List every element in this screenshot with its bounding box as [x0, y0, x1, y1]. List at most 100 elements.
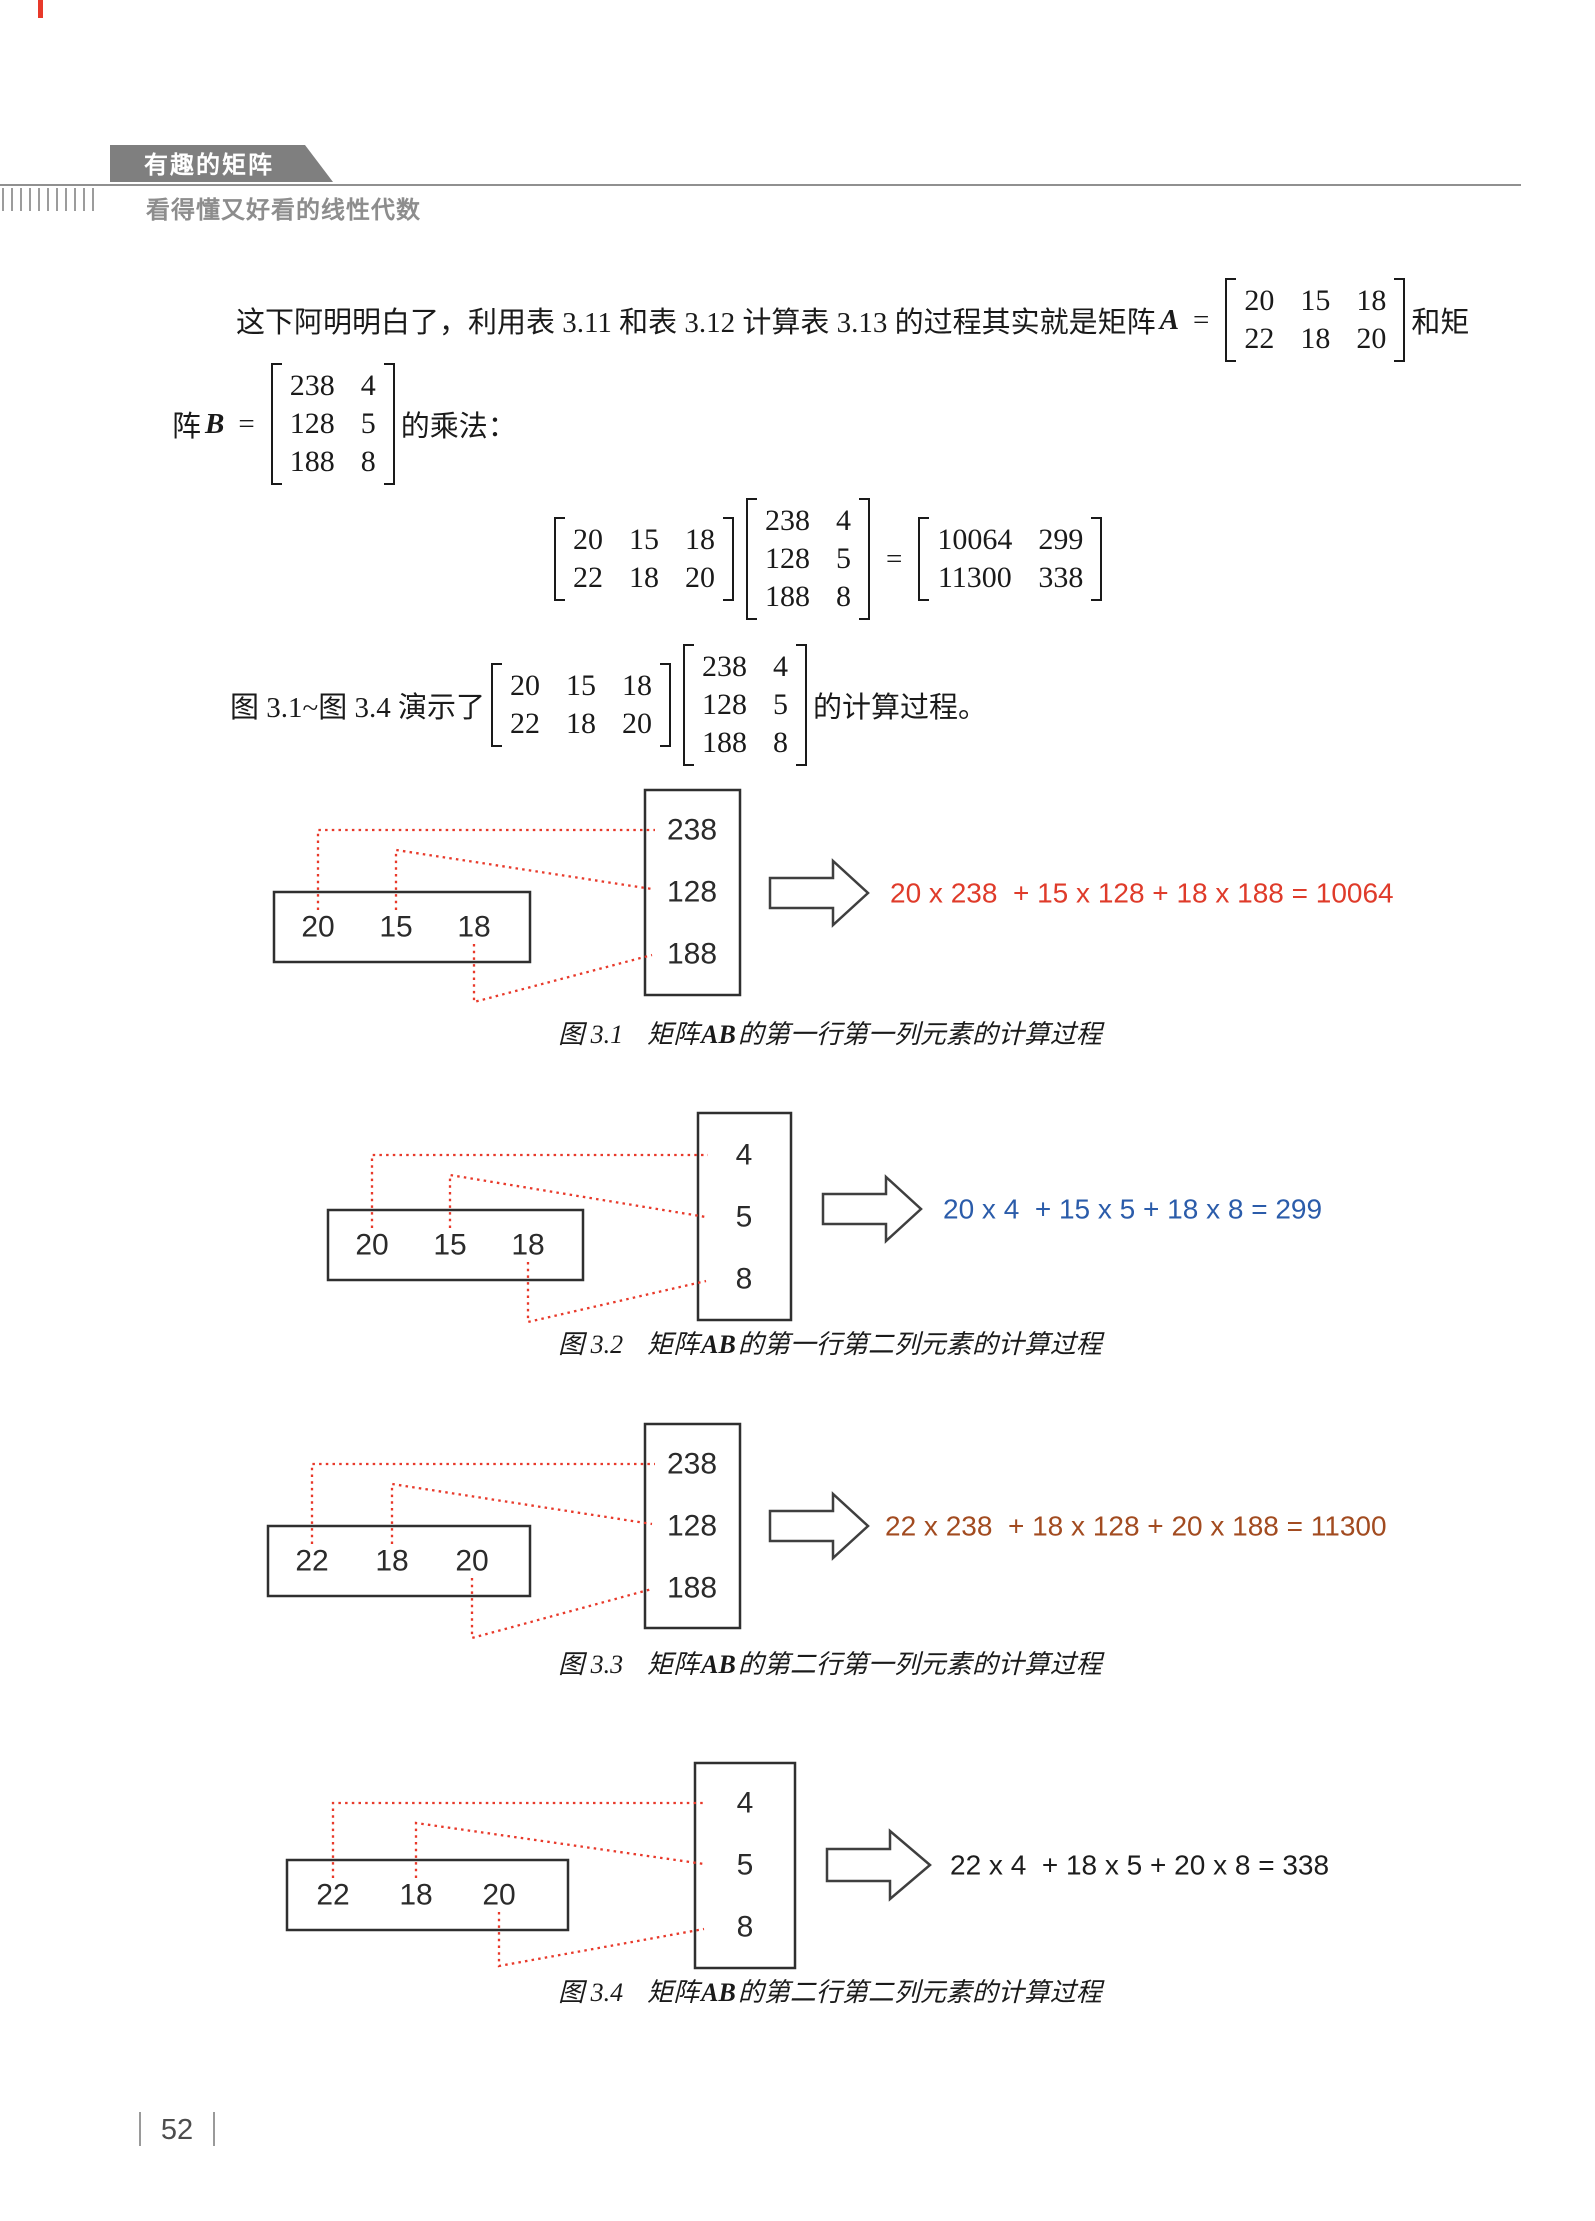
right-arrow-icon: [768, 858, 870, 928]
column-entry: 8: [736, 1263, 753, 1296]
column-vector-box: [643, 788, 742, 997]
matrix-cell: 8: [772, 726, 788, 759]
matrix-a: 20 15 18 22 18 20: [554, 517, 734, 601]
column-entry: 4: [737, 1787, 754, 1820]
matrix-bracket-left: [682, 644, 694, 766]
matrix-ab-symbol: AB: [701, 1978, 736, 2007]
column-entry: 238: [667, 814, 717, 847]
matrix-bracket-right: [1394, 278, 1406, 362]
matrix-ab-symbol: AB: [701, 1330, 736, 1359]
column-entry: 128: [667, 876, 717, 909]
dotted-connector: [470, 1578, 653, 1640]
caption-text: 的第一行第一列元素的计算过程: [737, 1020, 1102, 1049]
caption-text: 的第一行第二列元素的计算过程: [737, 1330, 1102, 1359]
matrix-cell: 20: [509, 669, 540, 702]
row-entry: 20: [301, 911, 334, 944]
matrix-cell: 188: [765, 580, 810, 613]
paragraph-text: 和矩: [1411, 307, 1470, 339]
matrix-cell: 15: [629, 523, 659, 556]
column-vector-box: [643, 1422, 742, 1630]
formula-text: 22 x 238 + 18 x 128 + 20 x 188 = 11300: [885, 1511, 1387, 1542]
dotted-connector: [370, 1153, 708, 1228]
matrix-grid: 20 15 18 22 18 20: [502, 663, 660, 747]
row-entry: 20: [482, 1879, 515, 1912]
matrix-cell: 8: [836, 580, 851, 613]
figure-label: 图 3.2: [558, 1330, 624, 1359]
figures-intro-line: 图 3.1~图 3.4 演示了 20 15 18 22 18 20 238 4 …: [230, 644, 987, 766]
dotted-connector: [331, 1801, 706, 1878]
caption-text: 矩阵: [647, 1650, 700, 1679]
caption-text: 的第二行第二列元素的计算过程: [737, 1978, 1102, 2007]
matrix-a-symbol: A: [1159, 303, 1180, 336]
matrix-cell: 18: [685, 523, 715, 556]
matrix-cell: 15: [1300, 284, 1331, 317]
figure-label: 图 3.3: [558, 1650, 624, 1679]
equals-sign: =: [1193, 303, 1210, 336]
matrix-cell: 128: [701, 688, 747, 721]
matrix-bracket-right: [383, 363, 395, 485]
matrix-bracket-right: [659, 663, 671, 747]
column-entry: 188: [667, 1572, 717, 1605]
column-entry: 128: [667, 1510, 717, 1543]
matrix-bracket-right: [723, 517, 734, 601]
paragraph-text: 阵: [172, 411, 202, 443]
paragraph-line-1: 这下阿明明白了，利用表 3.11 和表 3.12 计算表 3.13 的过程其实就…: [236, 274, 1469, 366]
column-entry: 4: [736, 1139, 753, 1172]
row-entry: 18: [399, 1879, 432, 1912]
matrix-cell: 20: [573, 523, 603, 556]
matrix-cell: 5: [836, 542, 851, 575]
matrix-cell: 5: [360, 407, 376, 440]
matrix-cell: 4: [836, 504, 851, 537]
matrix-cell: 22: [509, 707, 540, 740]
dotted-connector: [414, 1821, 705, 1878]
matrix-b: 238 4 128 5 188 8: [270, 363, 395, 485]
matrix-cell: 188: [289, 445, 335, 478]
matrix-ab-result: 10064 299 11300 338: [918, 517, 1103, 601]
matrix-b: 238 4 128 5 188 8: [746, 498, 870, 620]
matrix-bracket-right: [859, 498, 870, 620]
page-number-bar: [139, 2112, 141, 2146]
matrix-cell: 338: [1038, 561, 1084, 594]
matrix-cell: 238: [701, 650, 747, 683]
matrix-bracket-right: [795, 644, 807, 766]
dotted-connector: [448, 1173, 707, 1228]
matrix-b-symbol: B: [205, 407, 225, 440]
matrix-b: 238 4 128 5 188 8: [682, 644, 807, 766]
paragraph-text: 的计算过程。: [812, 692, 987, 724]
dotted-connector: [316, 828, 655, 910]
matrix-cell: 20: [621, 707, 652, 740]
matrix-bracket-left: [490, 663, 502, 747]
figure-3-3-diagram: 22 18 20 238 128 188 22 x 238 + 18 x 128…: [266, 1422, 1387, 1640]
formula-text: 20 x 238 + 15 x 128 + 18 x 188 = 10064: [890, 878, 1394, 909]
matrix-grid: 10064 299 11300 338: [929, 517, 1091, 601]
row-entry: 18: [457, 911, 490, 944]
page-number: 52: [160, 2114, 194, 2146]
caption-text: 矩阵: [647, 1020, 700, 1049]
matrix-cell: 18: [565, 707, 596, 740]
matrix-ab-symbol: AB: [701, 1650, 736, 1679]
row-vector-box: [326, 1208, 585, 1282]
column-entry: 8: [737, 1911, 754, 1944]
dotted-connector: [526, 1262, 707, 1324]
row-vector-box: [285, 1858, 570, 1932]
dotted-connector: [394, 848, 653, 910]
column-entry: 5: [737, 1849, 754, 1882]
matrix-product-equation: 20 15 18 22 18 20 238 4 128 5 188 8 =: [548, 496, 1108, 622]
column-vector-box: [693, 1761, 797, 1970]
equals-sign: =: [886, 542, 903, 575]
matrix-cell: 5: [772, 688, 788, 721]
caption-text: 矩阵: [647, 1330, 700, 1359]
matrix-cell: 188: [701, 726, 747, 759]
figure-3-2-diagram: 20 15 18 4 5 8 20 x 4 + 15 x 5 + 18 x 8 …: [326, 1111, 1322, 1324]
paragraph-text: 这下阿明明白了，利用表 3.11 和表 3.12 计算表 3.13 的过程其实就…: [236, 307, 1156, 339]
matrix-bracket-left: [1225, 278, 1237, 362]
matrix-grid: 20 15 18 22 18 20: [1236, 278, 1394, 362]
row-entry: 22: [316, 1879, 349, 1912]
matrix-cell: 18: [621, 669, 652, 702]
matrix-cell: 20: [685, 561, 715, 594]
row-entry: 18: [375, 1545, 408, 1578]
figure-label: 图 3.4: [558, 1978, 624, 2007]
